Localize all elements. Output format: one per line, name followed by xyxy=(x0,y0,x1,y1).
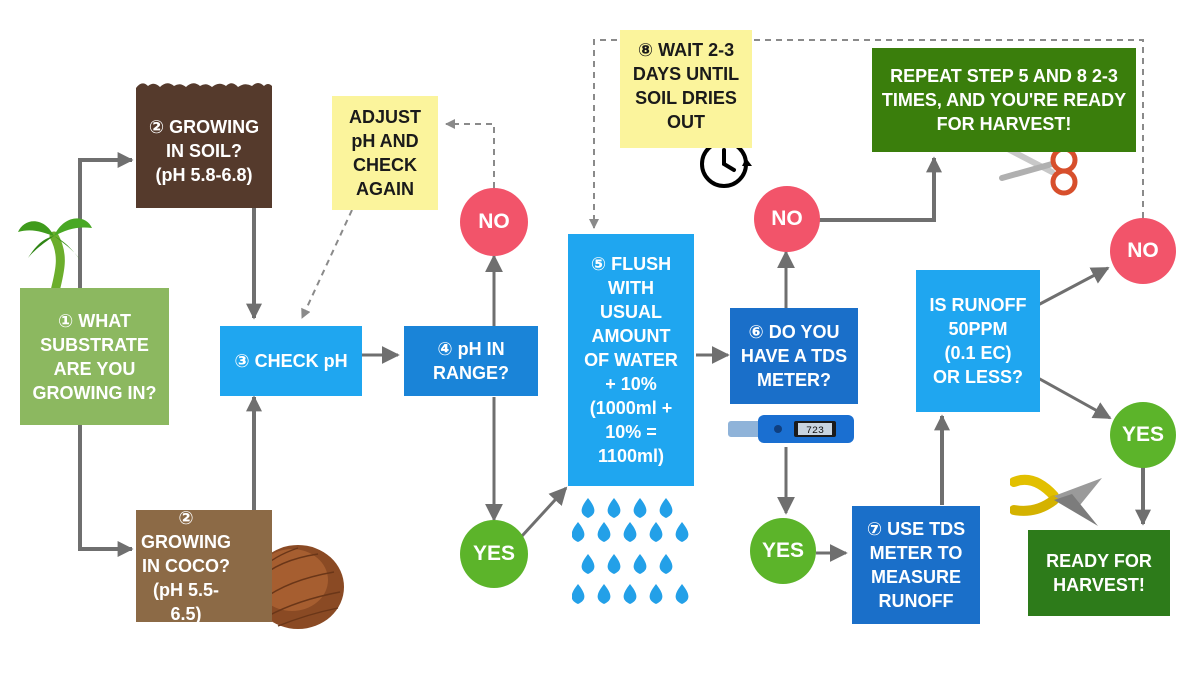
soil-texture-icon xyxy=(136,83,272,96)
water-drop xyxy=(675,584,689,604)
runoff-node-label: IS RUNOFF 50PPM (0.1 EC) OR LESS? xyxy=(929,295,1027,387)
water-drop xyxy=(572,522,585,542)
yes-tds-circle[interactable]: YES xyxy=(750,518,816,584)
water-drop xyxy=(581,554,595,574)
yes-runoff-label: YES xyxy=(1121,423,1165,446)
edge-loop-flush xyxy=(589,39,1144,229)
ready-node[interactable]: READY FOR HARVEST! xyxy=(1028,530,1170,616)
water-drop xyxy=(607,498,621,518)
coco-node-label: ② GROWING IN COCO? (pH 5.5-6.5) xyxy=(141,508,231,624)
tds-meter-icon: 723 xyxy=(728,415,854,443)
ph-range-node[interactable]: ④ pH IN RANGE? xyxy=(404,326,538,396)
wait-note-label: ⑧ WAIT 2-3 DAYS UNTIL SOIL DRIES OUT xyxy=(632,40,740,132)
no-ph-circle[interactable]: NO xyxy=(460,188,528,256)
repeat-node[interactable]: REPEAT STEP 5 AND 8 2-3 TIMES, AND YOU'R… xyxy=(872,48,1136,152)
repeat-node-label: REPEAT STEP 5 AND 8 2-3 TIMES, AND YOU'R… xyxy=(881,66,1127,134)
adjust-note[interactable]: ADJUST pH AND CHECK AGAIN xyxy=(332,96,438,210)
edge-runoff-yes xyxy=(1037,376,1112,420)
water-drop xyxy=(572,584,585,604)
coco-node[interactable]: ② GROWING IN COCO? (pH 5.5-6.5) xyxy=(136,508,272,624)
soil-node-label: ② GROWING IN SOIL? (pH 5.8-6.8) xyxy=(148,117,260,185)
water-drop xyxy=(659,554,673,574)
pruning-shears-icon xyxy=(1010,474,1102,526)
edge-yes-flush xyxy=(520,486,568,538)
water-drop xyxy=(649,522,663,542)
no-ph-label: NO xyxy=(478,210,510,233)
coconut-icon xyxy=(252,545,344,629)
wait-note[interactable]: ⑧ WAIT 2-3 DAYS UNTIL SOIL DRIES OUT xyxy=(620,30,752,148)
edge-adjust-check xyxy=(301,209,353,319)
water-drop xyxy=(633,554,647,574)
water-drop xyxy=(633,498,647,518)
ph-range-node-label: ④ pH IN RANGE? xyxy=(433,339,509,383)
start-node[interactable]: ① WHAT SUBSTRATE ARE YOU GROWING IN? xyxy=(20,288,169,425)
yes-tds-label: YES xyxy=(761,539,805,562)
yes-ph-circle[interactable]: YES xyxy=(460,520,528,588)
water-drop xyxy=(649,584,663,604)
yes-runoff-circle[interactable]: YES xyxy=(1110,402,1176,468)
edge-no-repeat xyxy=(818,156,942,222)
palm-sprout-icon xyxy=(18,218,92,298)
water-drop xyxy=(623,584,637,604)
no-tds-circle[interactable]: NO xyxy=(754,186,820,252)
tds-question-label: ⑥ DO YOU HAVE A TDS METER? xyxy=(740,322,848,390)
water-drop xyxy=(597,522,611,542)
water-drop xyxy=(581,498,595,518)
ready-node-label: READY FOR HARVEST! xyxy=(1046,551,1152,595)
tds-display-text: 723 xyxy=(806,426,824,437)
use-tds-label: ⑦ USE TDS METER TO MEASURE RUNOFF xyxy=(866,519,966,611)
edge-no-adjust xyxy=(445,119,495,188)
use-tds-node[interactable]: ⑦ USE TDS METER TO MEASURE RUNOFF xyxy=(852,506,980,624)
water-drops-icon xyxy=(572,498,689,604)
tds-question-node[interactable]: ⑥ DO YOU HAVE A TDS METER? xyxy=(730,308,858,404)
start-node-label: ① WHAT SUBSTRATE ARE YOU GROWING IN? xyxy=(32,310,157,403)
water-drop xyxy=(597,584,611,604)
water-drop xyxy=(623,522,637,542)
adjust-note-label: ADJUST pH AND CHECK AGAIN xyxy=(348,107,421,199)
edge-start-soil xyxy=(78,152,134,288)
water-drop xyxy=(607,554,621,574)
runoff-node[interactable]: IS RUNOFF 50PPM (0.1 EC) OR LESS? xyxy=(916,270,1040,412)
soil-node[interactable]: ② GROWING IN SOIL? (pH 5.8-6.8) xyxy=(136,94,272,208)
edge-start-coco xyxy=(78,425,134,557)
check-ph-node-label: ③ CHECK pH xyxy=(234,351,348,371)
no-runoff-label: NO xyxy=(1127,239,1159,262)
edge-runoff-no xyxy=(1037,266,1110,307)
flush-node-label: ⑤ FLUSH WITH USUAL AMOUNT OF WATER + 10%… xyxy=(584,254,678,466)
yes-ph-label: YES xyxy=(472,542,516,565)
check-ph-node[interactable]: ③ CHECK pH xyxy=(220,326,362,396)
no-tds-label: NO xyxy=(771,207,803,230)
no-runoff-circle[interactable]: NO xyxy=(1110,218,1176,284)
flush-node[interactable]: ⑤ FLUSH WITH USUAL AMOUNT OF WATER + 10%… xyxy=(568,234,694,486)
water-drop xyxy=(659,498,673,518)
water-drop xyxy=(675,522,689,542)
